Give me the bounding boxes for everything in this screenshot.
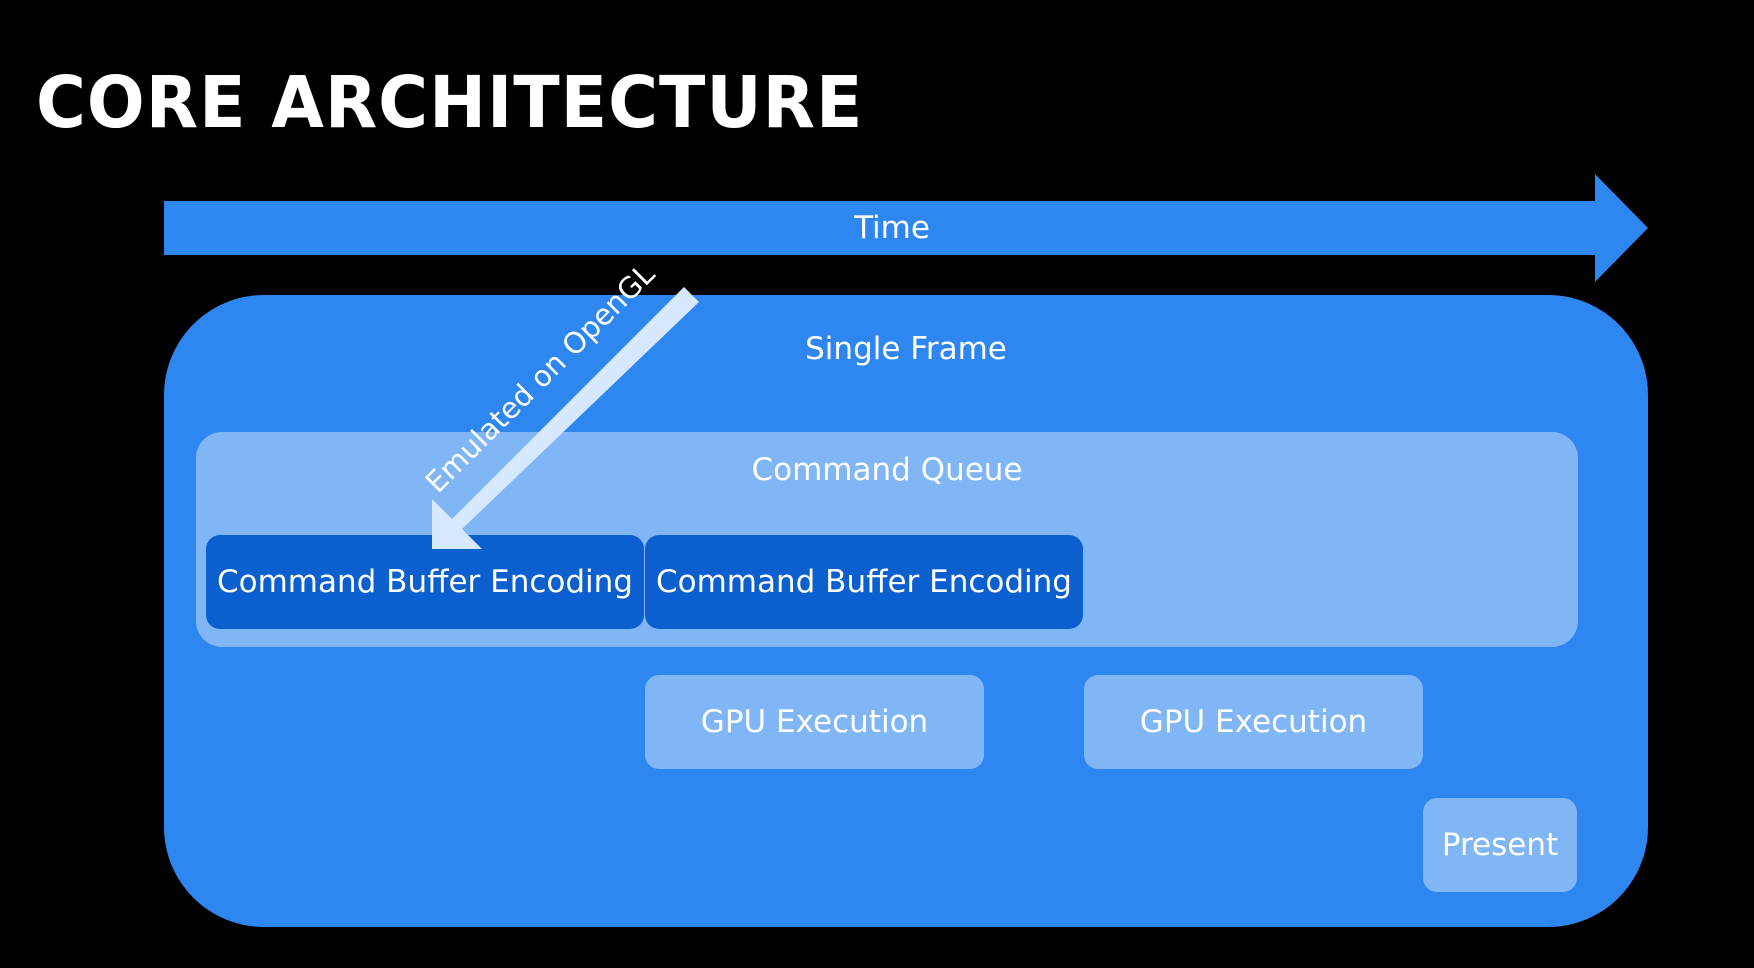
single-frame-label: Single Frame: [805, 331, 1007, 367]
command-buffer-encoding-2: Command Buffer Encoding: [645, 535, 1083, 629]
slide-title: CORE ARCHITECTURE: [36, 61, 864, 145]
command-buffer-encoding-1: Command Buffer Encoding: [206, 535, 644, 629]
time-label: Time: [854, 210, 930, 246]
present-box: Present: [1423, 798, 1577, 892]
time-arrow-shape: [164, 174, 1648, 282]
single-frame-container: Single Frame Command Queue Command Buffe…: [164, 295, 1648, 927]
gpu-execution-2: GPU Execution: [1084, 675, 1423, 769]
gpu-execution-1: GPU Execution: [645, 675, 984, 769]
command-queue-label: Command Queue: [751, 452, 1023, 488]
